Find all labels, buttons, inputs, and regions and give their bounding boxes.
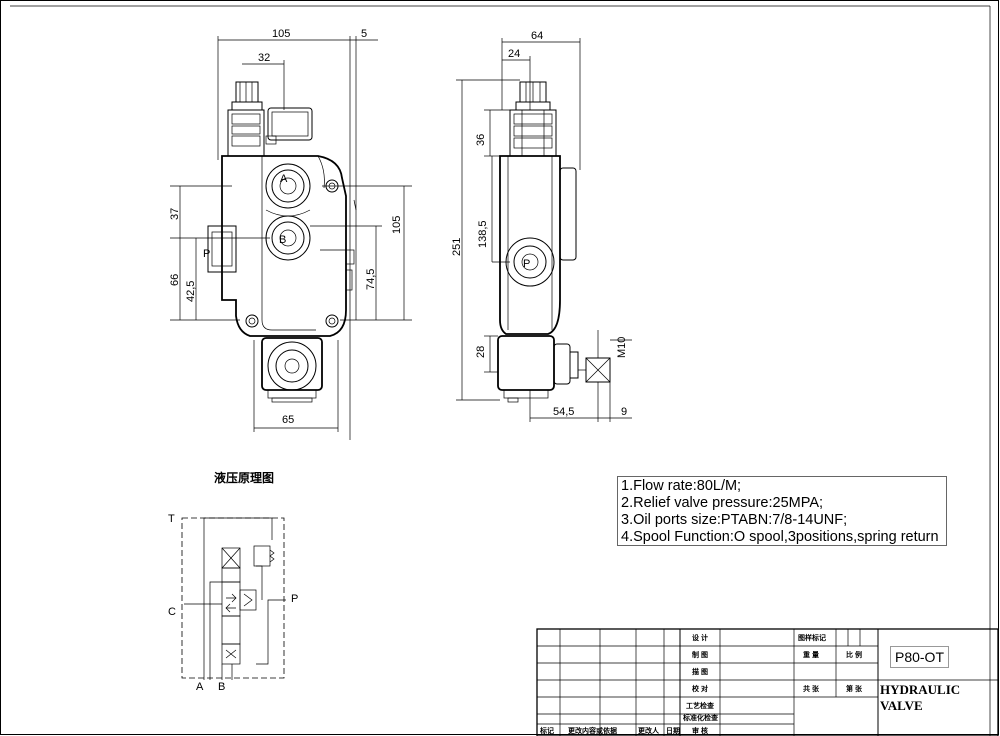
schem-port-p: P xyxy=(291,593,298,605)
port-b-label: B xyxy=(279,234,286,246)
dim-m10: M10 xyxy=(616,337,628,358)
tb-sheet: 第 张 xyxy=(846,684,863,693)
tb-drawing-mark: 图样标记 xyxy=(798,633,826,642)
dim-105-right: 105 xyxy=(391,216,403,234)
spec-spool-function: 4.Spool Function:O spool,3positions,spri… xyxy=(621,529,939,545)
schem-port-a: A xyxy=(196,681,204,693)
dim-24: 24 xyxy=(508,48,520,60)
dim-138-5: 138,5 xyxy=(477,220,489,248)
tb-process: 工艺检查 xyxy=(686,701,715,710)
port-p-label: P xyxy=(203,248,210,260)
tb-draw: 制 图 xyxy=(692,650,708,659)
title-block: 设 计 制 图 描 图 校 对 工艺检查 标准化检查 审 核 图样标记 重 量 … xyxy=(536,628,999,736)
spec-oil-ports: 3.Oil ports size:PTABN:7/8-14UNF; xyxy=(621,512,848,528)
product-name: HYDRAULIC VALVE xyxy=(880,682,961,713)
tb-total: 共 张 xyxy=(803,684,820,693)
spec-relief-pressure: 2.Relief valve pressure:25MPA; xyxy=(621,495,824,511)
tb-change: 更改内容或依据 xyxy=(568,726,617,735)
dim-251: 251 xyxy=(451,238,463,256)
model-number: P80-OT xyxy=(890,646,949,668)
tb-standard: 标准化检查 xyxy=(682,713,719,722)
hydraulic-schematic: T C P A B xyxy=(168,513,298,693)
dim-74-5: 74,5 xyxy=(365,269,377,290)
dim-65: 65 xyxy=(282,414,294,426)
dim-5: 5 xyxy=(361,28,367,40)
tb-mark: 标记 xyxy=(539,726,554,735)
schem-port-t: T xyxy=(168,513,175,525)
dim-32: 32 xyxy=(258,52,270,64)
tb-design: 设 计 xyxy=(692,633,708,642)
dim-9: 9 xyxy=(621,406,627,418)
side-port-p-label: P xyxy=(523,258,530,270)
side-view: 64 24 P xyxy=(451,30,632,422)
tb-trace: 描 图 xyxy=(692,667,708,676)
tb-changer: 更改人 xyxy=(638,726,660,735)
dim-28: 28 xyxy=(475,346,487,358)
dim-36: 36 xyxy=(475,134,487,146)
tb-weight: 重 量 xyxy=(803,650,819,659)
tb-date: 日期 xyxy=(666,726,680,735)
tb-approve: 审 核 xyxy=(692,726,708,735)
dim-37: 37 xyxy=(169,208,181,220)
schematic-title: 液压原理图 xyxy=(214,471,275,485)
front-view: 105 5 32 A xyxy=(169,28,412,440)
spec-box: 1.Flow rate:80L/M; 2.Relief valve pressu… xyxy=(617,476,947,546)
schem-port-c: C xyxy=(168,606,176,618)
port-a-label: A xyxy=(280,173,288,185)
schem-port-b: B xyxy=(218,681,225,693)
dim-66: 66 xyxy=(169,274,181,286)
spec-flow-rate: 1.Flow rate:80L/M; xyxy=(621,478,742,494)
dim-64: 64 xyxy=(531,30,543,42)
tb-scale: 比 例 xyxy=(846,650,862,659)
dim-54-5: 54,5 xyxy=(553,406,574,418)
tb-check: 校 对 xyxy=(692,684,708,693)
dim-105-top: 105 xyxy=(272,28,290,40)
dim-42-5: 42,5 xyxy=(185,281,197,302)
